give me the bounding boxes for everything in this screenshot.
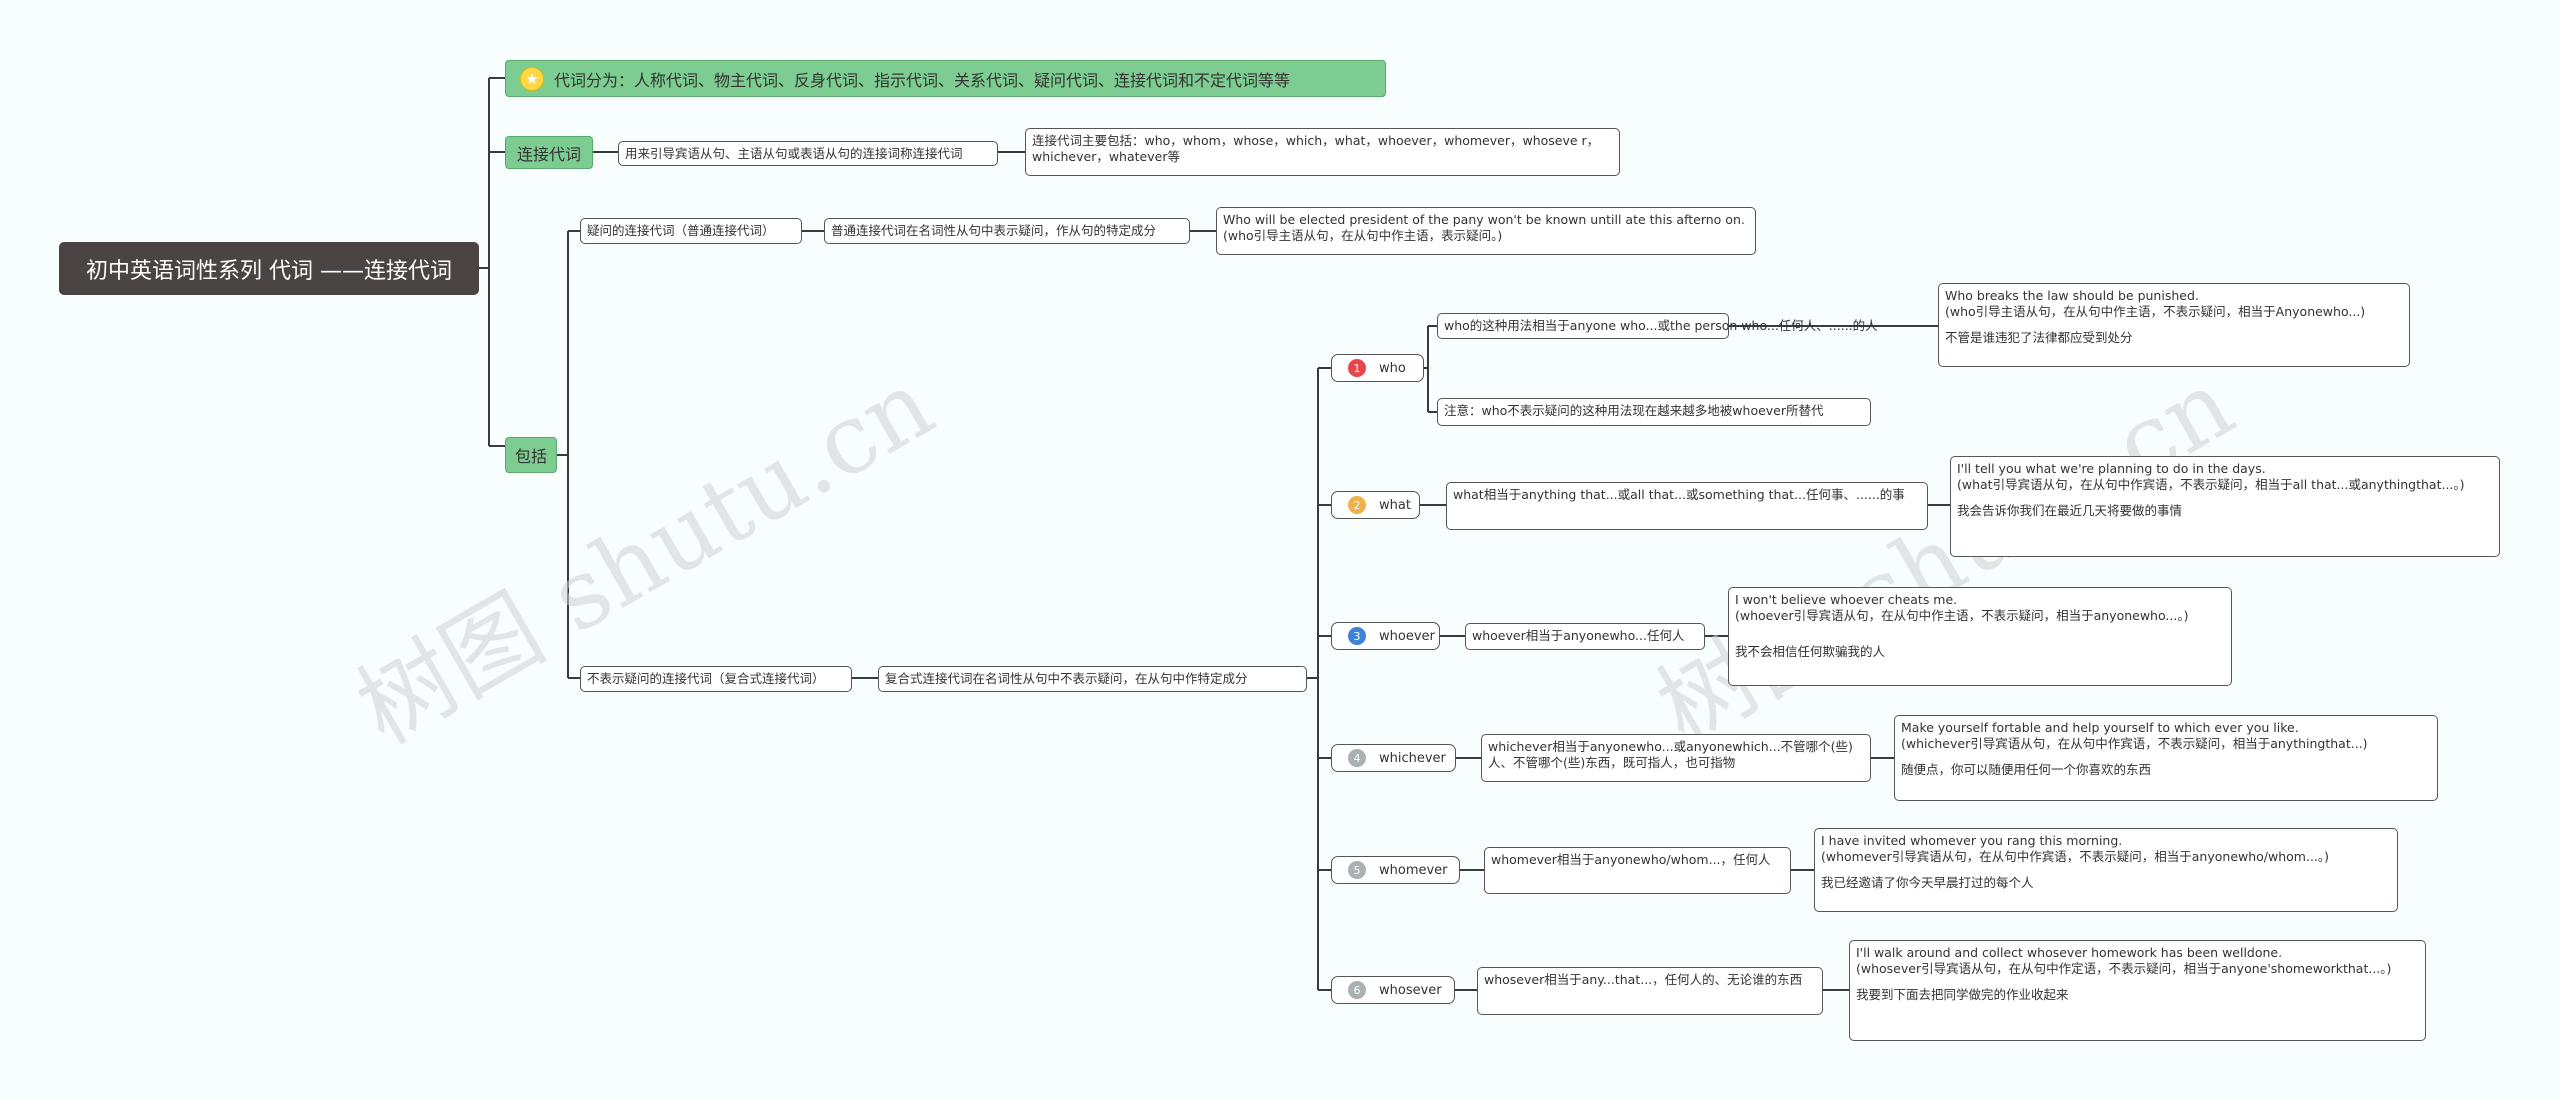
number-badge-icon: 5 (1348, 861, 1366, 879)
lianjie-list[interactable]: 连接代词主要包括：who，whom，whose，which，what，whoev… (1025, 128, 1620, 176)
star-icon: ★ (520, 66, 544, 91)
whichever-usage[interactable]: whichever相当于anyonewho...或anyonewhich...不… (1481, 734, 1871, 782)
item-whosever[interactable]: 6 whosever (1331, 976, 1455, 1004)
root-connectors (479, 77, 505, 447)
example-line (1821, 865, 2391, 875)
item-word: whichever (1379, 750, 1446, 766)
whoever-usage[interactable]: whoever相当于anyonewho...任何人 (1465, 623, 1705, 650)
example-line: (who引导主语从句，在从句中作主语，不表示疑问，相当于Anyonewho...… (1945, 304, 2366, 319)
top-note-node[interactable]: ★ 代词分为：人称代词、物主代词、反身代词、指示代词、关系代词、疑问代词、连接代… (505, 60, 1386, 97)
item-whomever[interactable]: 5 whomever (1331, 856, 1460, 884)
noninterrogative-label[interactable]: 不表示疑问的连接代词（复合式连接代词） (580, 666, 852, 692)
lianjie-definition[interactable]: 用来引导宾语从句、主语从句或表语从句的连接词称连接代词 (618, 141, 998, 166)
example-line: (whosever引导宾语从句，在从句中作定语，不表示疑问，相当于anyone'… (1856, 961, 2392, 976)
example-line (1901, 752, 2431, 762)
who-connectors (1424, 325, 1938, 413)
item-whichever[interactable]: 4 whichever (1331, 744, 1456, 772)
whichever-example[interactable]: Make yourself fortable and help yourself… (1894, 715, 2438, 801)
branch-lianjie[interactable]: 连接代词 (505, 136, 593, 169)
who-note[interactable]: 注意：who不表示疑问的这种用法现在越来越多地被whoever所替代 (1437, 398, 1871, 426)
example-line: (whoever引导宾语从句，在从句中作主语，不表示疑问，相当于anyonewh… (1735, 608, 2189, 623)
noninterrogative-connectors (852, 368, 1319, 990)
whosever-example[interactable]: I'll walk around and collect whosever ho… (1849, 940, 2426, 1041)
root-topic[interactable]: 初中英语词性系列 代词 ——连接代词 (59, 242, 479, 295)
item-word: whoever (1379, 628, 1435, 644)
example-line: (whichever引导宾语从句，在从句中作宾语，不表示疑问，相当于anythi… (1901, 736, 2368, 751)
example-line (1856, 977, 2419, 987)
item-word: who (1379, 360, 1406, 376)
number-badge-icon: 2 (1348, 496, 1366, 514)
item-connectors (1318, 367, 1331, 991)
example-line: I won't believe whoever cheats me. (1735, 592, 1958, 607)
item-whoever[interactable]: 3 whoever (1331, 622, 1440, 650)
noninterrogative-desc[interactable]: 复合式连接代词在名词性从句中不表示疑问，在从句中作特定成分 (878, 666, 1307, 692)
item-word: whomever (1379, 862, 1448, 878)
example-line: I have invited whomever you rang this mo… (1821, 833, 2123, 848)
example-line: 我不会相信任何欺骗我的人 (1735, 644, 1886, 659)
who-example[interactable]: Who breaks the law should be punished. (… (1938, 283, 2410, 367)
top-note-text: 代词分为：人称代词、物主代词、反身代词、指示代词、关系代词、疑问代词、连接代词和… (554, 70, 1291, 90)
example-line: 我要到下面去把同学做完的作业收起来 (1856, 987, 2069, 1002)
baokuo-connectors (557, 230, 580, 679)
interrogative-example[interactable]: Who will be elected president of the pan… (1216, 207, 1756, 255)
who-usage[interactable]: who的这种用法相当于anyone who...或the person who.… (1437, 313, 1878, 339)
example-line: Make yourself fortable and help yourself… (1901, 720, 2299, 735)
number-badge-icon: 3 (1348, 627, 1366, 645)
item-word: what (1379, 497, 1411, 513)
example-line (1957, 493, 2493, 503)
interrogative-label[interactable]: 疑问的连接代词（普通连接代词） (580, 218, 802, 244)
what-usage[interactable]: what相当于anything that...或all that...或some… (1446, 482, 1928, 530)
item-who[interactable]: 1 who (1331, 354, 1424, 382)
whomever-usage[interactable]: whomever相当于anyonewho/whom...，任何人 (1484, 847, 1791, 894)
item-word: whosever (1379, 982, 1442, 998)
example-line: Who breaks the law should be punished. (1945, 288, 2199, 303)
number-badge-icon: 6 (1348, 981, 1366, 999)
example-line: I'll walk around and collect whosever ho… (1856, 945, 2283, 960)
whoever-example[interactable]: I won't believe whoever cheats me. (whoe… (1728, 587, 2232, 686)
example-line: 我已经邀请了你今天早晨打过的每个人 (1821, 875, 2034, 890)
example-line (1735, 624, 2225, 644)
example-line: 不管是谁违犯了法律都应受到处分 (1945, 330, 2133, 345)
example-line: (what引导宾语从句，在从句中作宾语，不表示疑问，相当于all that...… (1957, 477, 2465, 492)
example-line: I'll tell you what we're planning to do … (1957, 461, 2266, 476)
item-what[interactable]: 2 what (1331, 491, 1420, 519)
whomever-example[interactable]: I have invited whomever you rang this mo… (1814, 828, 2398, 912)
example-line: 随便点，你可以随便用任何一个你喜欢的东西 (1901, 762, 2152, 777)
whosever-usage[interactable]: whosever相当于any...that...，任何人的、无论谁的东西 (1477, 967, 1823, 1015)
number-badge-icon: 1 (1348, 359, 1366, 377)
branch-baokuo[interactable]: 包括 (505, 437, 557, 473)
example-line: 我会告诉你我们在最近几天将要做的事情 (1957, 503, 2183, 518)
number-badge-icon: 4 (1348, 749, 1366, 767)
interrogative-desc[interactable]: 普通连接代词在名词性从句中表示疑问，作从句的特定成分 (824, 218, 1190, 244)
example-line (1945, 320, 2403, 330)
example-line: (whomever引导宾语从句，在从句中作宾语，不表示疑问，相当于anyonew… (1821, 849, 2330, 864)
what-example[interactable]: I'll tell you what we're planning to do … (1950, 456, 2500, 557)
